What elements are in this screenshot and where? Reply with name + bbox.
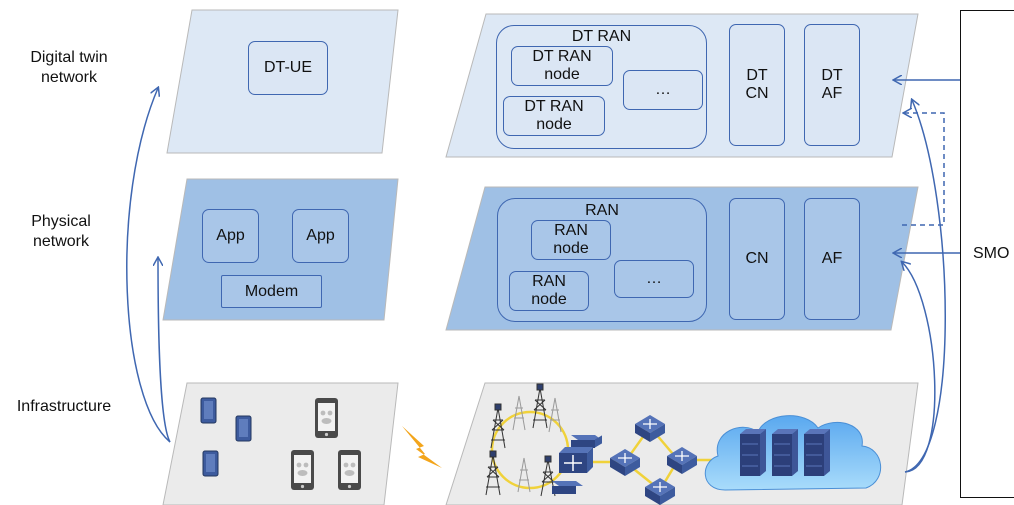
row-label-infrastructure: Infrastructure <box>16 398 112 415</box>
dt-af-box: DT AF <box>804 24 860 146</box>
dt-cn-box: DT CN <box>729 24 785 146</box>
server-icon <box>740 429 766 476</box>
smo-box: SMO <box>960 10 1014 498</box>
arrow-infra-to-digital-twin-network <box>904 100 946 473</box>
dt-ran-title: DT RAN <box>571 28 632 45</box>
tablet-icon <box>200 397 217 424</box>
dt-ran-more: … <box>623 70 703 110</box>
ue-infrastructure-plane <box>162 382 399 505</box>
modem-box: Modem <box>221 275 322 308</box>
tablet-icon <box>202 450 219 477</box>
lightning-icon <box>402 426 442 468</box>
ran-node-2: RAN node <box>509 271 589 311</box>
arrow-infra-to-digital-twin-ue <box>126 88 171 443</box>
router-icon <box>610 449 640 476</box>
row-label-physical: Physical network <box>31 213 91 250</box>
switch-icon <box>552 481 583 494</box>
smartphone-icon <box>291 450 314 490</box>
app-box-1: App <box>202 209 259 263</box>
router-icon <box>635 415 665 442</box>
router-icon <box>645 478 675 505</box>
arrow-infra-to-physical-network <box>902 262 936 473</box>
smartphone-icon <box>338 450 361 490</box>
cell-tower-icon <box>485 450 501 496</box>
ran-node-1: RAN node <box>531 220 611 260</box>
smartphone-icon <box>315 398 338 438</box>
row-label-digital-twin: Digital twin network <box>30 49 108 86</box>
cell-tower-icon <box>490 403 506 449</box>
dt-ran-node-2: DT RAN node <box>503 96 605 136</box>
arrow-infra-to-physical-ue <box>158 258 171 443</box>
dt-ran-node-1: DT RAN node <box>511 46 613 86</box>
cn-box: CN <box>729 198 785 320</box>
af-box: AF <box>804 198 860 320</box>
switch-icon <box>571 435 602 448</box>
arrow-physical-to-dt-network-dashed <box>902 113 945 226</box>
router-icon <box>667 447 697 474</box>
ran-title: RAN <box>585 202 619 219</box>
router-icon <box>559 447 593 473</box>
smo-label: SMO <box>973 245 1010 262</box>
server-icon <box>772 429 798 476</box>
cell-tower-icon <box>540 455 556 497</box>
server-icon <box>804 429 830 476</box>
cell-tower-icon <box>532 383 548 429</box>
ran-more: … <box>614 260 694 298</box>
tablet-icon <box>235 415 252 442</box>
app-box-2: App <box>292 209 349 263</box>
cell-tower-icon <box>512 395 562 493</box>
dt-ue-box: DT-UE <box>248 41 328 95</box>
